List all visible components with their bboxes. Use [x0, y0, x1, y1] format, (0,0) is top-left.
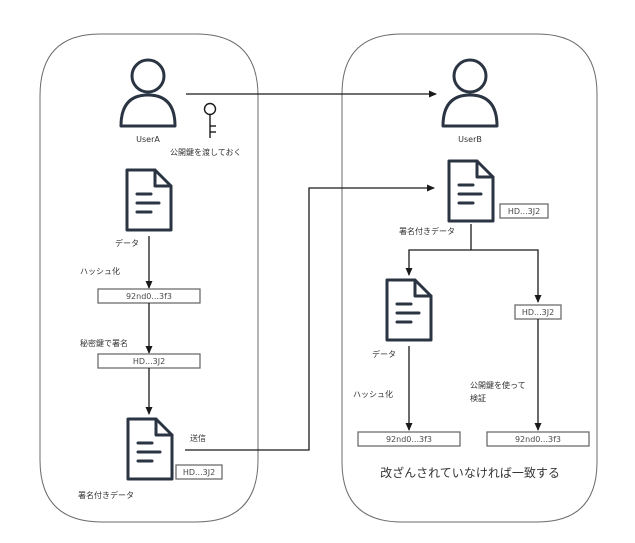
- receiver-panel: [341, 33, 598, 523]
- hash-step-label-b: ハッシュ化: [353, 389, 393, 399]
- signed-data-label: 署名付きデータ: [78, 490, 134, 500]
- send-arrow: [185, 184, 435, 451]
- branch-to-signature: [471, 249, 542, 303]
- signed-doc-signature-box: HD...3J2: [175, 464, 223, 480]
- hash-step-label: ハッシュ化: [80, 266, 120, 276]
- received-signature-box: HD...3J2: [499, 203, 549, 219]
- svg-text:92nd0...3f3: 92nd0...3f3: [515, 435, 561, 444]
- hash-value-box: 92nd0...3f3: [97, 288, 201, 304]
- hash-value: 92nd0...3f3: [126, 292, 172, 301]
- received-signed-data-label: 署名付きデータ: [399, 226, 455, 236]
- verify-step-label-2: 検証: [470, 393, 486, 403]
- key-caption: 公開鍵を渡しておく: [170, 147, 242, 157]
- computed-hash-box: 92nd0...3f3: [357, 431, 461, 447]
- conclusion-caption: 改ざんされていなければ一致する: [380, 465, 560, 480]
- user-icon: [119, 58, 177, 128]
- data-label-b: データ: [372, 349, 396, 359]
- key-icon: [203, 102, 217, 138]
- branch-to-data: [405, 249, 471, 276]
- signature-value-box: HD...3J2: [97, 353, 201, 369]
- data-label: データ: [115, 238, 139, 248]
- decrypted-hash-box: 92nd0...3f3: [486, 431, 590, 447]
- svg-text:HD...3J2: HD...3J2: [183, 468, 215, 477]
- user-icon: [441, 58, 499, 128]
- verify-step-label-1: 公開鍵を使って: [470, 380, 526, 390]
- user-b-label: UserB: [458, 135, 482, 144]
- signature-value: HD...3J2: [133, 357, 165, 366]
- sign-step-label: 秘密鍵で署名: [80, 338, 128, 348]
- svg-text:HD...3J2: HD...3J2: [522, 308, 554, 317]
- send-label: 送信: [190, 433, 206, 443]
- received-signature-value-box: HD...3J2: [514, 304, 562, 320]
- svg-text:HD...3J2: HD...3J2: [508, 207, 540, 216]
- svg-text:92nd0...3f3: 92nd0...3f3: [386, 435, 432, 444]
- user-a-label: UserA: [136, 135, 160, 144]
